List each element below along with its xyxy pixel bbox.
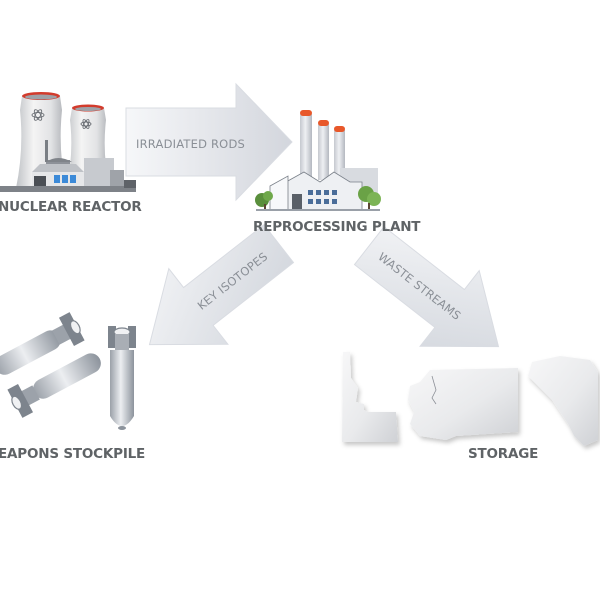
arrow-key-isotopes: KEY ISOTOPES	[148, 224, 295, 346]
tree-icon	[255, 186, 381, 211]
arrow-label-irradiated-rods: IRRADIATED RODS	[136, 137, 245, 151]
node-label-weapons-stockpile: EAPONS STOCKPILE	[0, 446, 146, 462]
bombs-icon	[0, 312, 136, 430]
node-label-nuclear-reactor: NUCLEAR REACTOR	[0, 199, 142, 215]
state-idaho-icon	[342, 352, 398, 442]
atom-icon	[31, 109, 92, 129]
state-washington-icon	[408, 368, 518, 440]
factory-icon	[255, 110, 381, 211]
node-label-reprocessing-plant: REPROCESSING PLANT	[253, 219, 421, 235]
state-south-carolina-icon	[528, 356, 598, 446]
arrow-irradiated-rods: IRRADIATED RODS	[125, 82, 293, 202]
us-states-map-icon	[342, 352, 598, 446]
nuclear-reactor-icon	[0, 92, 136, 192]
node-label-storage: STORAGE	[468, 446, 539, 462]
